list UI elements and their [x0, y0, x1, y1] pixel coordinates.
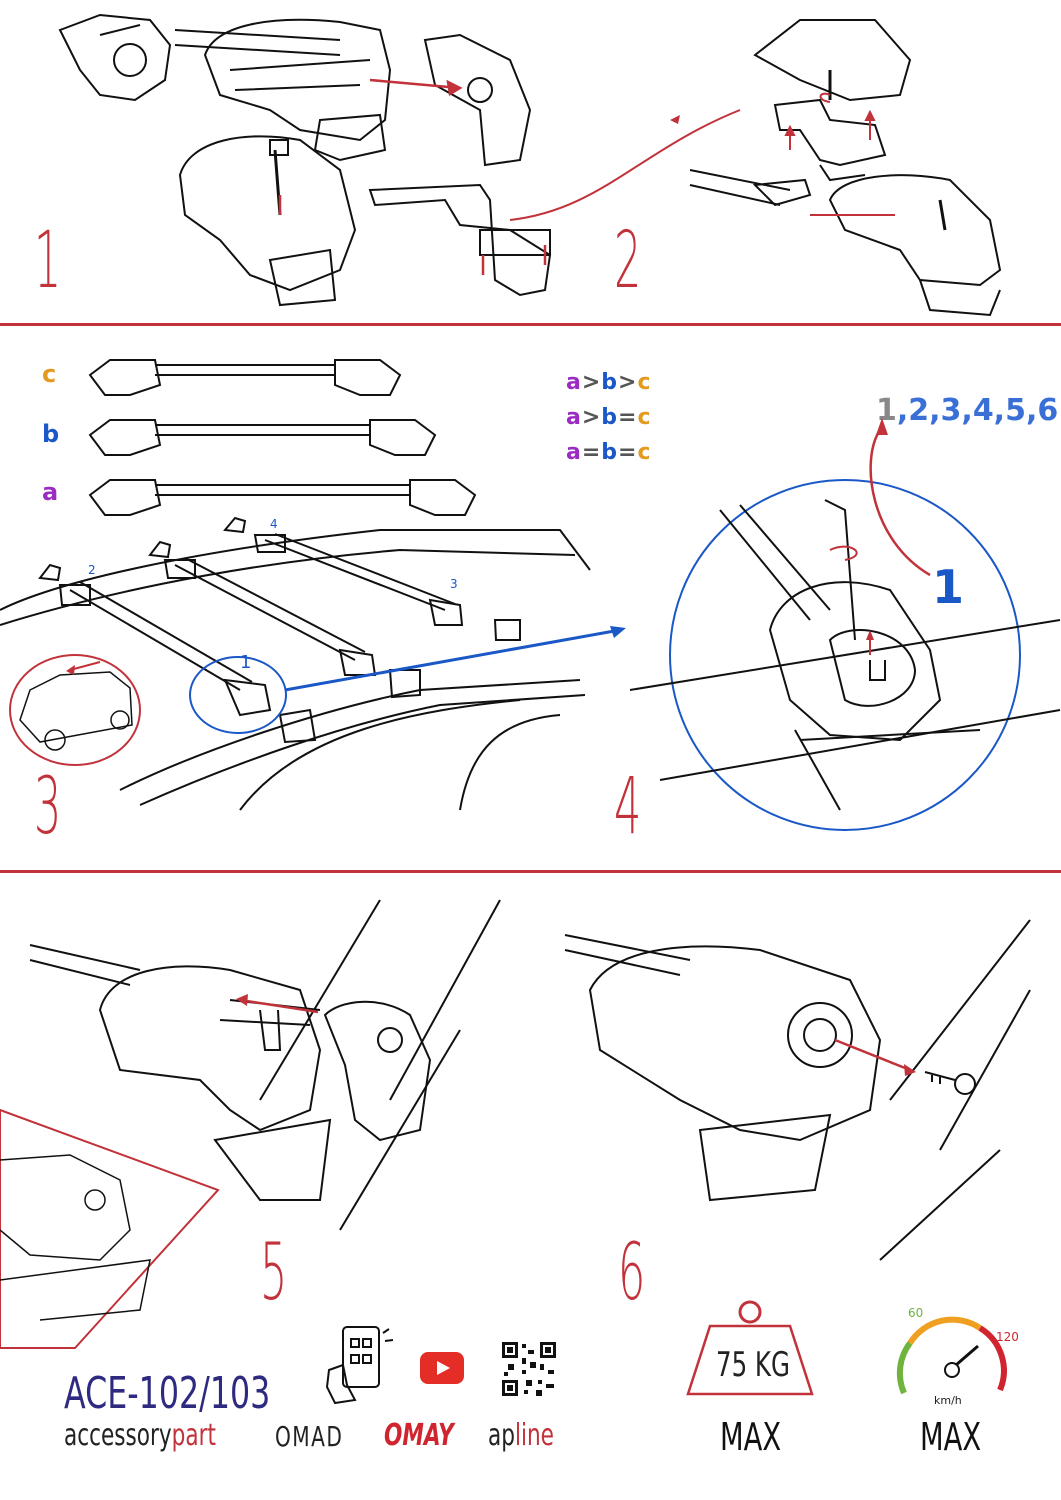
- step1-illustration: [58, 13, 741, 307]
- position-label-4: 4: [270, 517, 278, 531]
- step-number-5: 5: [260, 1228, 288, 1318]
- key-icon: [924, 1071, 976, 1095]
- bar-label-a: a: [42, 478, 59, 506]
- speed-unit: km/h: [934, 1394, 962, 1407]
- inequality-3: a=b=c: [566, 440, 652, 465]
- weight-max-label: MAX: [720, 1415, 782, 1459]
- inequality-1: a>b>c: [566, 370, 652, 395]
- step-number-1: 1: [34, 216, 62, 306]
- position-label-2: 2: [88, 563, 96, 577]
- youtube-icon[interactable]: [420, 1352, 464, 1384]
- weight-value: 75 KG: [716, 1345, 790, 1385]
- speedometer-icon: [896, 1316, 1007, 1395]
- brand-omay: OMAY: [384, 1418, 454, 1453]
- bar-a: [88, 479, 477, 516]
- step4-zoom-illustration: [629, 418, 1061, 831]
- bar-label-c: c: [42, 360, 57, 388]
- step-number-6: 6: [618, 1228, 646, 1318]
- divider-top: [0, 323, 1061, 326]
- step2-illustration: [670, 19, 1002, 317]
- step-number-2: 2: [614, 216, 642, 306]
- inequality-2: a>b=c: [566, 405, 652, 430]
- torque-sequence: 1,2,3,4,5,6: [876, 393, 1059, 428]
- bar-c: [88, 359, 402, 396]
- step5-illustration: [0, 899, 501, 1349]
- brand-apline: apline: [488, 1418, 554, 1453]
- step3-roof-illustration: 2 4 3 1: [0, 516, 626, 811]
- speed-max-label: MAX: [920, 1415, 982, 1459]
- phone-qr-icon: [325, 1326, 394, 1405]
- weight-icon: [686, 1300, 814, 1396]
- speed-label-60: 60: [908, 1306, 924, 1320]
- speed-label-120: 120: [996, 1330, 1019, 1344]
- qr-code-icon[interactable]: [500, 1340, 558, 1398]
- step6-illustration: [564, 919, 1031, 1261]
- callout-number-1: 1: [932, 560, 965, 614]
- divider-middle: [0, 870, 1061, 873]
- model-number: ACE-102/103: [64, 1368, 271, 1419]
- bar-b: [88, 419, 437, 456]
- bar-label-b: b: [42, 420, 60, 448]
- step-number-4: 4: [614, 762, 642, 852]
- brand-omad: OMAD: [275, 1420, 344, 1453]
- position-label-3: 3: [450, 577, 458, 591]
- step-number-3: 3: [34, 762, 62, 852]
- brand-accessorypart: accessorypart: [64, 1418, 216, 1453]
- bar-lengths-diagram: [88, 359, 477, 516]
- position-label-1: 1: [240, 652, 251, 673]
